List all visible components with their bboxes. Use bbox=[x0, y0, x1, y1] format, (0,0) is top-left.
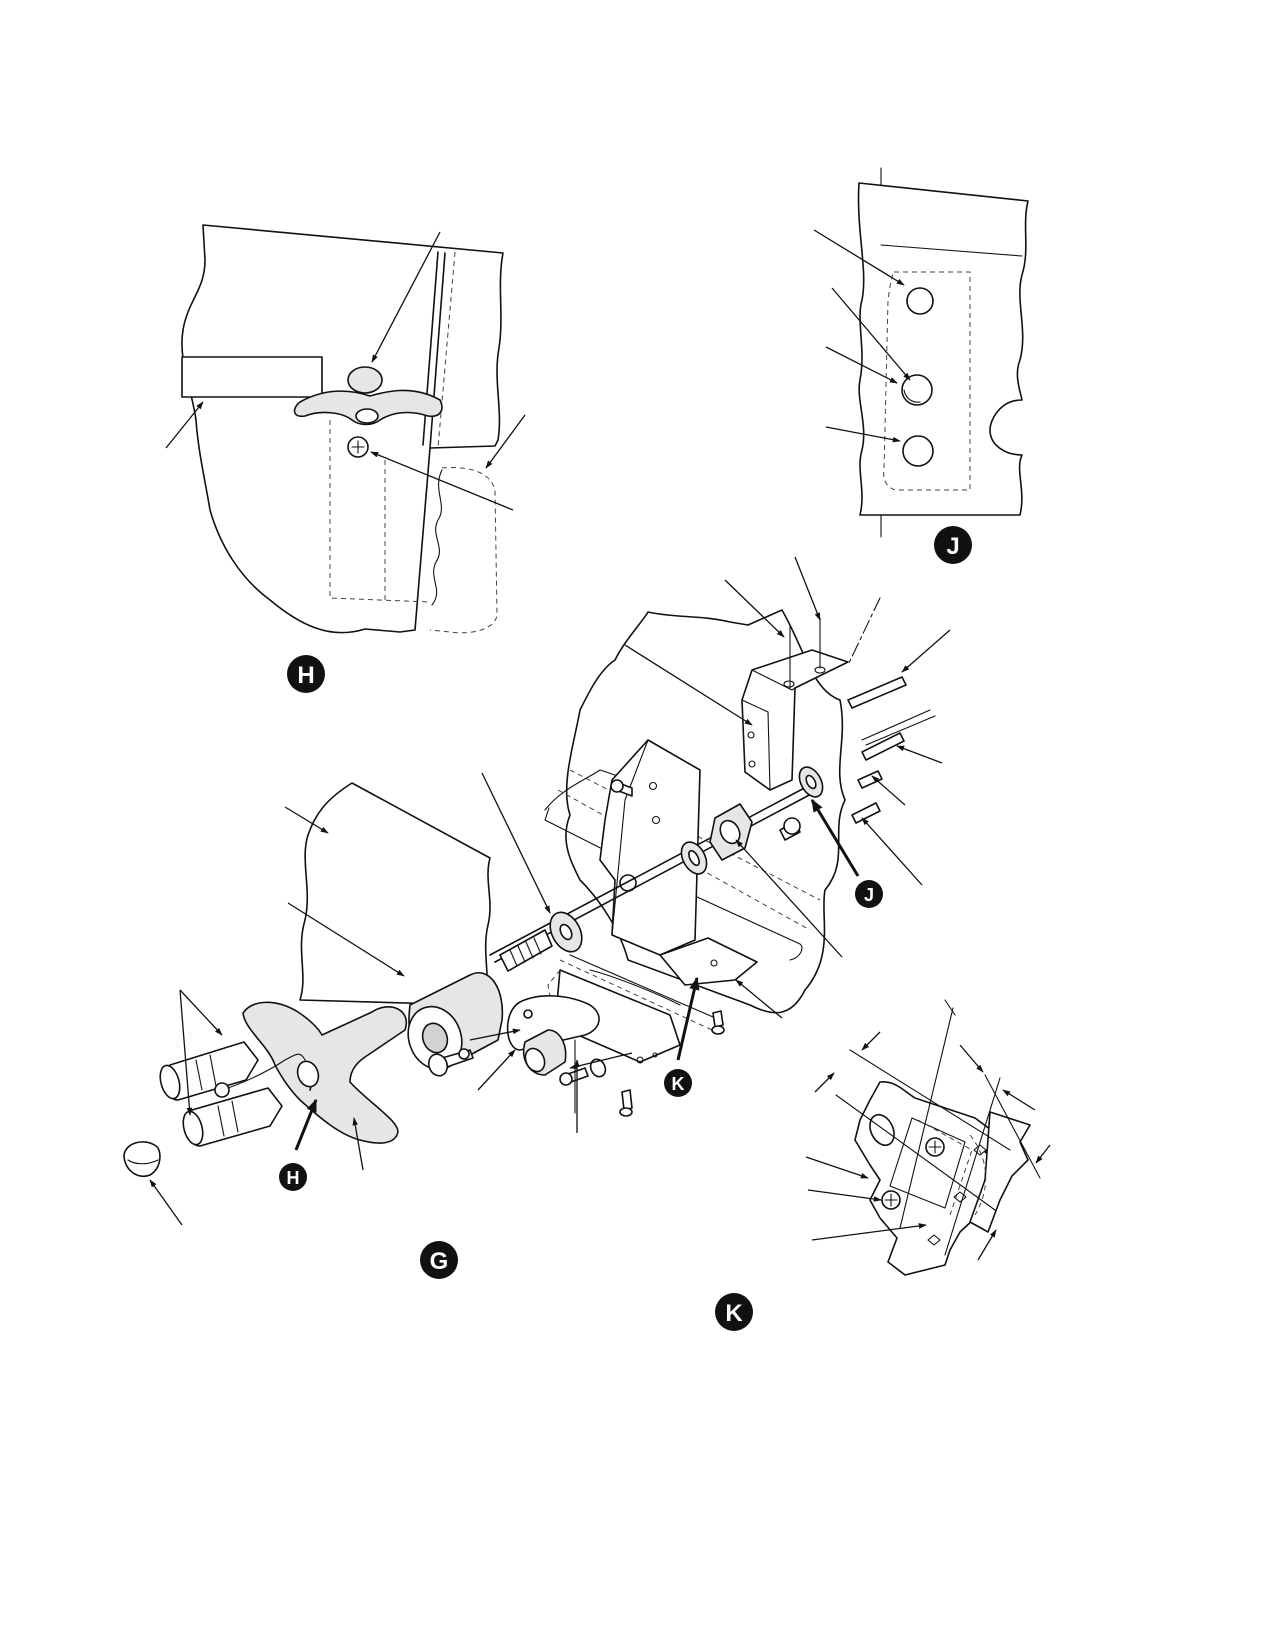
detail-g bbox=[123, 556, 951, 1226]
rod-lower bbox=[857, 770, 883, 789]
badge-k: K bbox=[715, 1293, 753, 1331]
leader-j-4 bbox=[825, 426, 901, 443]
leader-g-bracket-top-1 bbox=[724, 579, 785, 638]
frame-panel bbox=[857, 182, 1029, 516]
leader-g-handle bbox=[352, 1117, 364, 1171]
leader-g-cap bbox=[149, 1179, 183, 1226]
badge-j: J bbox=[934, 526, 972, 564]
leader-k-2 bbox=[807, 1189, 882, 1202]
leader-g-foot bbox=[735, 979, 783, 1019]
k-rail bbox=[969, 1111, 1031, 1233]
leader-g-clip-2 bbox=[179, 989, 193, 1116]
leader-g-bracket-top-2 bbox=[794, 556, 821, 621]
badge-h-label: H bbox=[297, 662, 314, 689]
leader-g-rod-top bbox=[901, 629, 951, 673]
label-plate bbox=[181, 356, 323, 398]
rod-middle bbox=[861, 732, 905, 761]
leader-g-nut bbox=[735, 839, 843, 958]
detail-j bbox=[813, 167, 1029, 538]
badge-g-label: G bbox=[430, 1248, 449, 1275]
callout-h: H bbox=[279, 1163, 307, 1191]
rod-top bbox=[847, 676, 907, 709]
shaft bbox=[489, 784, 811, 956]
threaded-stud bbox=[499, 929, 553, 972]
leader-j-1 bbox=[813, 229, 905, 286]
bracket-foot bbox=[659, 937, 758, 986]
axis-line bbox=[847, 597, 881, 666]
hole-bottom bbox=[902, 435, 934, 467]
leader-h-1 bbox=[371, 231, 441, 363]
dim-arrow-3 bbox=[1002, 1089, 1036, 1111]
leader-g-rod-middle bbox=[896, 745, 943, 764]
hole-middle bbox=[901, 374, 933, 406]
leader-g-callout-h bbox=[294, 1098, 318, 1151]
detail-k bbox=[805, 999, 1051, 1276]
dim-line-4 bbox=[944, 999, 956, 1016]
leader-h-2 bbox=[165, 401, 204, 449]
leader-g-callout-k bbox=[676, 976, 700, 1061]
dim-arrow-4 bbox=[1035, 1144, 1051, 1164]
leader-k-3 bbox=[811, 1223, 927, 1241]
leader-g-bracket-hole bbox=[624, 644, 753, 726]
hidden-latch-outline bbox=[437, 251, 456, 449]
leader-h-4 bbox=[485, 414, 526, 469]
callout-h-label: H bbox=[287, 1168, 300, 1188]
end-cap bbox=[123, 1141, 161, 1177]
leader-g-screw bbox=[477, 1049, 516, 1091]
leader-g-pin bbox=[569, 1052, 633, 1070]
badge-g: G bbox=[420, 1241, 458, 1279]
callout-k: K bbox=[664, 1069, 692, 1097]
rail-lower bbox=[569, 954, 721, 1021]
leader-g-washer bbox=[481, 772, 551, 914]
badge-h: H bbox=[287, 655, 325, 693]
leader-k-1 bbox=[805, 1156, 869, 1179]
hole-top bbox=[906, 287, 934, 315]
callout-k-label: K bbox=[672, 1074, 685, 1094]
dim-arrow-6 bbox=[977, 1229, 997, 1261]
t-handle bbox=[293, 389, 443, 426]
leader-j-2 bbox=[831, 287, 911, 381]
door-skin bbox=[299, 782, 491, 1006]
k-slot bbox=[869, 1113, 895, 1147]
dim-arrow-5 bbox=[814, 1072, 835, 1093]
badge-j-label: J bbox=[946, 533, 959, 560]
leader-g-cam bbox=[469, 1028, 521, 1041]
dim-line-2 bbox=[835, 1094, 996, 1211]
handle-grip bbox=[242, 1001, 408, 1144]
dim-line-3 bbox=[984, 1074, 1041, 1179]
lanyard-cable bbox=[227, 1053, 306, 1089]
detail-h bbox=[165, 224, 526, 634]
cam-plate bbox=[506, 995, 600, 1051]
hidden-striker-outline bbox=[429, 467, 498, 634]
leader-h-3 bbox=[370, 451, 514, 511]
badge-k-label: K bbox=[725, 1300, 743, 1327]
callout-j-label: J bbox=[864, 885, 874, 905]
rod-bottom bbox=[851, 802, 881, 824]
leader-j-3 bbox=[825, 346, 898, 384]
lanyard-ball bbox=[214, 1082, 230, 1098]
leader-g-door-skin bbox=[284, 806, 329, 834]
leader-g-rod-lower bbox=[871, 775, 906, 806]
leader-g-lock bbox=[287, 902, 405, 977]
leader-g-clip-1 bbox=[179, 989, 223, 1036]
dim-arrow-2 bbox=[959, 1044, 984, 1073]
callout-j: J bbox=[855, 880, 883, 908]
leader-g-callout-j bbox=[810, 798, 860, 877]
k-plate bbox=[889, 1117, 966, 1209]
angle-bracket bbox=[741, 649, 849, 791]
leader-g-rod-bottom bbox=[861, 817, 923, 886]
door-panel bbox=[181, 224, 504, 634]
dim-arrow-1 bbox=[861, 1031, 881, 1051]
